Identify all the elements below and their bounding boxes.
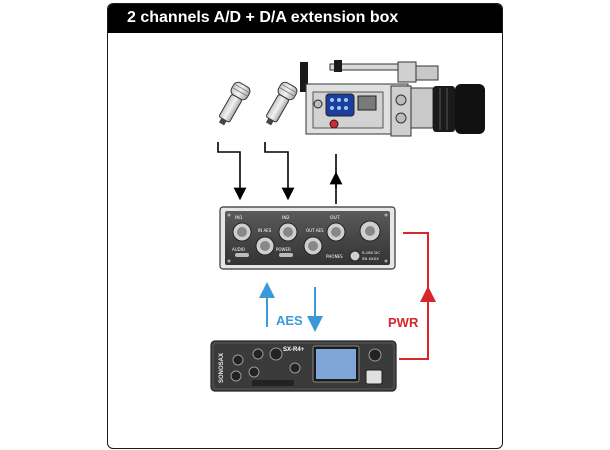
extension-box: IN1 IN2 OUT IN AES OUT AES AUDIO POWER P… <box>219 206 396 270</box>
pwr-cable <box>399 232 429 360</box>
label-out: OUT <box>330 215 340 221</box>
diagram-card: 2 channels A/D + D/A extension box <box>107 3 503 449</box>
aes-label: AES <box>276 313 303 328</box>
recorder-icon: SONOSAX SX-R4+ <box>210 340 397 392</box>
cable-mic1-to-in1 <box>217 142 247 201</box>
cable-mic2-to-in2 <box>264 142 295 201</box>
title-bar: 2 channels A/D + D/A extension box <box>108 4 502 33</box>
recorder-brand: SONOSAX <box>219 353 225 383</box>
camera-icon <box>300 60 485 137</box>
label-dc-sub: SN XXXX <box>362 256 379 261</box>
microphone-1-icon <box>218 81 251 126</box>
wiring-diagram: IN1 IN2 OUT IN AES OUT AES AUDIO POWER P… <box>210 60 485 392</box>
label-dc: 9-18V DC <box>362 250 380 255</box>
label-out-aes: OUT AES <box>306 228 324 233</box>
recorder-model: SX-R4+ <box>283 347 305 353</box>
label-phones: PHONES <box>326 254 343 259</box>
label-power: POWER <box>276 247 291 252</box>
label-audio: AUDIO <box>232 247 245 252</box>
pwr-label: PWR <box>388 315 419 330</box>
label-in1: IN1 <box>235 215 243 221</box>
label-in2: IN2 <box>282 215 290 221</box>
diagram-title: 2 channels A/D + D/A extension box <box>127 9 399 26</box>
label-in-aes: IN AES <box>258 228 272 233</box>
microphone-2-icon <box>265 81 298 126</box>
